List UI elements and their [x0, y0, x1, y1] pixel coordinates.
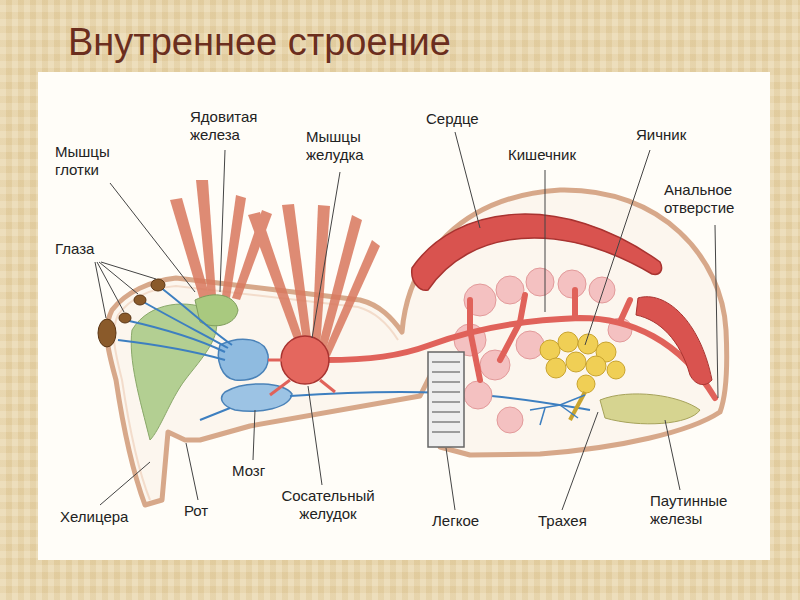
part-label: Мышцы желудка — [306, 128, 388, 164]
part-label: Сердце — [426, 110, 479, 128]
part-label: Рот — [184, 502, 208, 520]
part-label: Легкое — [432, 512, 479, 530]
part-label: Ядовитая железа — [190, 108, 270, 144]
part-label: Трахея — [538, 512, 587, 530]
part-label: Яичник — [636, 126, 686, 144]
part-label: Мозг — [232, 462, 265, 480]
part-label: Анальное отверстие — [664, 181, 756, 217]
part-label: Глаза — [55, 240, 94, 258]
part-label: Паутинные железы — [650, 492, 754, 528]
part-label: Сосательный желудок — [268, 487, 388, 523]
diagram-title: Внутреннее строение — [68, 22, 451, 64]
part-label: Хелицера — [60, 508, 128, 526]
part-label: Мышцы глотки — [55, 143, 127, 179]
part-label: Кишечник — [508, 146, 576, 164]
